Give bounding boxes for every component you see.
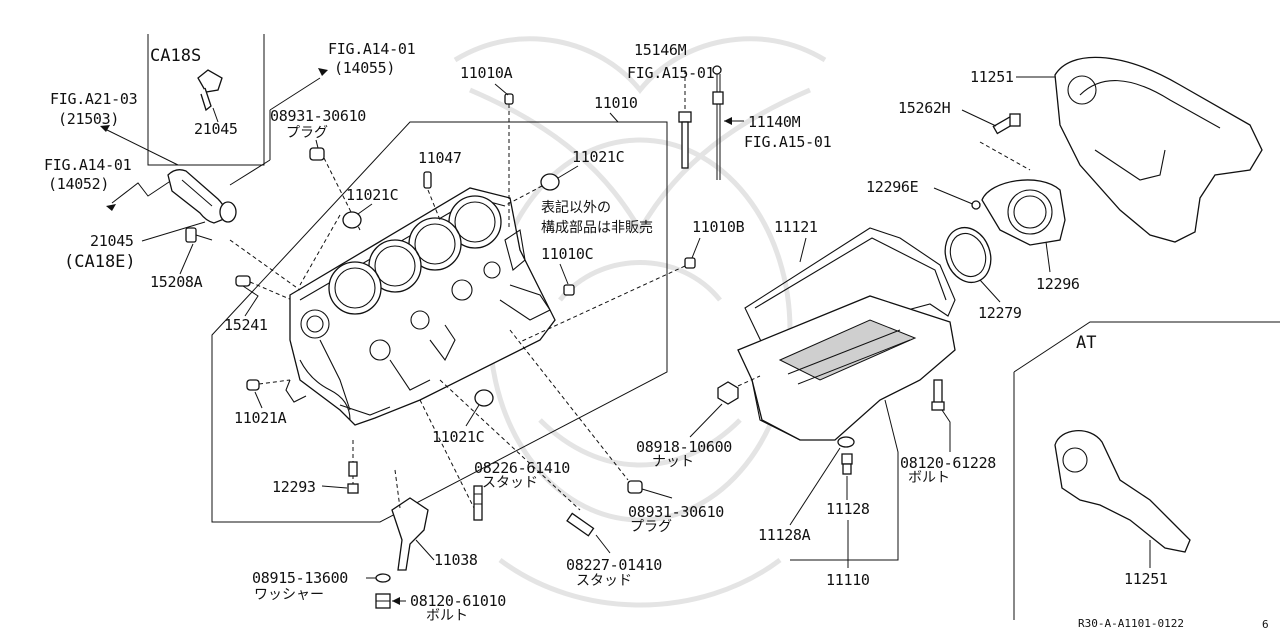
arrow-14055	[318, 68, 328, 76]
part-08931-30610-top-label: 08931-30610	[270, 107, 366, 125]
washer-08915-13600	[375, 573, 391, 583]
nut-caption: ナット	[652, 454, 694, 470]
arrow-14052	[106, 204, 116, 211]
bolt-08120-61010	[375, 593, 391, 609]
part-15146m	[678, 70, 692, 169]
part-11021a-label: 11021A	[234, 409, 287, 427]
part-21045-label: 21045	[90, 232, 134, 250]
part-08120-61228-label: 08120-61228	[900, 454, 996, 472]
part-11038-label: 11038	[434, 551, 478, 569]
arrow-21503	[100, 125, 110, 132]
part-11251-top-label: 11251	[970, 68, 1014, 86]
part-11010c	[563, 284, 575, 296]
part-11021c-b	[540, 173, 560, 191]
part-08120-61010-label: 08120-61010	[410, 592, 506, 610]
part-12279-label: 12279	[978, 304, 1022, 322]
plug-b-caption: プラグ	[630, 519, 672, 535]
part-15208a-label: 15208A	[150, 273, 203, 291]
part-11128a-label: 11128A	[758, 526, 811, 544]
plug-top-caption: プラグ	[286, 125, 328, 141]
part-15241-label: 15241	[224, 316, 268, 334]
bolt-a-caption: ボルト	[426, 608, 468, 624]
dipstick-11140m	[712, 65, 724, 180]
oil-seal-12279	[944, 226, 992, 284]
fig-a15-01-b: FIG.A15-01	[744, 133, 832, 151]
part-11047-label: 11047	[418, 149, 462, 167]
part-11010b	[684, 257, 696, 269]
drain-plug-11128	[837, 436, 855, 475]
ca18s-inset: CA18S 21045	[147, 34, 265, 166]
ref-14055: (14055)	[334, 59, 395, 77]
fig-a21-03: FIG.A21-03	[50, 90, 137, 108]
part-15241	[235, 275, 251, 287]
part-11021c-a	[342, 211, 362, 229]
part-21045-inset-label: 21045	[194, 120, 238, 138]
at-frame-top	[1013, 321, 1280, 373]
part-11110-label: 11110	[826, 571, 870, 589]
part-11047	[423, 171, 432, 189]
bolt-b-caption: ボルト	[908, 470, 950, 486]
note-line-1: 表記以外の	[541, 199, 611, 216]
water-outlet-21045	[167, 169, 237, 224]
bracket-11038	[391, 469, 429, 571]
part-11021c-c	[474, 389, 494, 407]
corner-mark: 6	[1262, 618, 1269, 631]
part-11128-label: 11128	[826, 500, 870, 518]
part-11010a	[504, 93, 514, 105]
part-11010-label: 11010	[594, 94, 638, 112]
bolt-12293	[347, 440, 359, 494]
part-11021c-b-label: 11021C	[572, 148, 624, 166]
at-label: AT	[1076, 333, 1096, 353]
oil-pan-11110	[737, 295, 956, 441]
part-08915-13600-label: 08915-13600	[252, 569, 348, 587]
fig-a14-01-top: FIG.A14-01	[328, 40, 416, 58]
ca18s-label: CA18S	[150, 46, 201, 66]
part-08918-10600-label: 08918-10600	[636, 438, 732, 456]
part-12296-label: 12296	[1036, 275, 1080, 293]
block-frame	[211, 121, 668, 523]
part-08226-61410-label: 08226-61410	[474, 459, 570, 477]
part-15262h-label: 15262H	[898, 99, 951, 117]
part-11010b-label: 11010B	[692, 218, 745, 236]
plug-08931-30610-b	[627, 480, 643, 494]
reference-code: R30-A-A1101-0122	[1078, 617, 1184, 630]
cylinder-block-11010	[285, 187, 556, 426]
rear-plate-11251-top	[1054, 56, 1263, 243]
part-11121-label: 11121	[774, 218, 818, 236]
leader-11110	[790, 399, 899, 561]
stud-15208a	[185, 227, 213, 243]
ref-14052: (14052)	[48, 175, 109, 193]
part-11010a-label: 11010A	[460, 64, 513, 82]
part-12293-label: 12293	[272, 478, 316, 496]
nut-08918-10600	[717, 375, 761, 405]
stud-a-caption: スタッド	[482, 475, 538, 491]
leader-14055	[269, 77, 321, 111]
stud-b-caption: スタッド	[576, 573, 632, 589]
plug-08931-30610-top	[309, 147, 325, 161]
stud-08227-01410	[566, 512, 595, 537]
part-11021c-a-label: 11021C	[346, 186, 398, 204]
bolt-15262h	[992, 113, 1021, 135]
part-15146m-label: 15146M	[634, 41, 687, 59]
bolt-08120-61228	[931, 379, 945, 411]
oil-seal-retainer-12296	[981, 179, 1066, 246]
part-12296e-label: 12296E	[866, 178, 919, 196]
part-08227-01410-label: 08227-01410	[566, 556, 662, 574]
stud-08226-61410	[473, 485, 483, 521]
part-11251-bottom-label: 11251	[1124, 570, 1168, 588]
part-08931-30610-b-label: 08931-30610	[628, 503, 724, 521]
ca18e-label: (CA18E)	[64, 252, 136, 272]
washer-caption: ワッシャー	[254, 587, 324, 603]
ref-21503: (21503)	[58, 110, 119, 128]
fig-a15-01-a: FIG.A15-01	[627, 64, 715, 82]
note-line-2: 構成部品は非販売	[541, 220, 653, 236]
part-11021c-c-label: 11021C	[432, 428, 484, 446]
part-11010c-label: 11010C	[541, 245, 593, 263]
part-11021a	[246, 379, 260, 391]
rear-plate-11251-bottom	[1054, 430, 1191, 553]
fig-a14-01-left: FIG.A14-01	[44, 156, 132, 174]
part-11140m-label: 11140M	[748, 113, 801, 131]
